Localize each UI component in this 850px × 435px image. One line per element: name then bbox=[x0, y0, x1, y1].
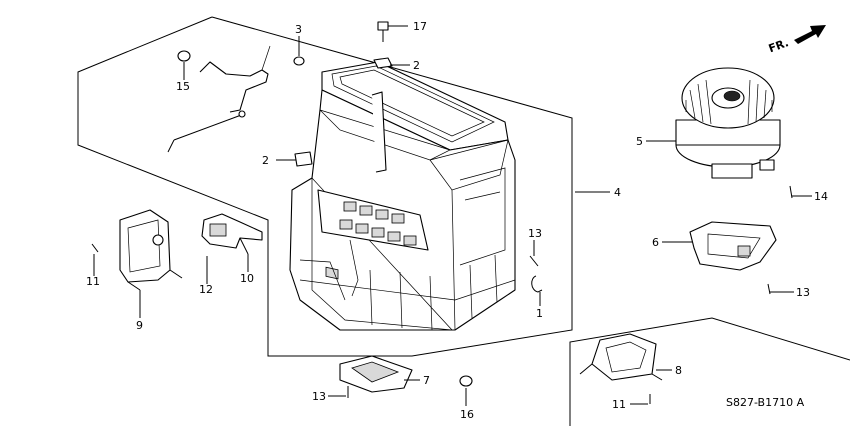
power-transistor bbox=[579, 333, 663, 381]
control-cable-lever bbox=[167, 45, 271, 153]
callout-9: 9 bbox=[136, 319, 143, 332]
actuator-motor bbox=[119, 209, 183, 291]
callout-2-top: 2 bbox=[413, 59, 420, 72]
callout-14: 14 bbox=[814, 190, 828, 203]
callout-16: 16 bbox=[460, 408, 474, 421]
callout-11-bottom: 11 bbox=[612, 398, 626, 411]
sensor-bracket bbox=[201, 213, 263, 255]
callout-3: 3 bbox=[295, 23, 302, 36]
callout-10: 10 bbox=[240, 272, 254, 285]
callout-1: 1 bbox=[536, 307, 543, 320]
callout-13-bottom: 13 bbox=[312, 390, 326, 403]
callout-12: 12 bbox=[199, 283, 213, 296]
callout-7: 7 bbox=[423, 374, 430, 387]
callout-labels: 17 3 2 2 15 4 5 6 14 13 13 1 11 9 12 10 … bbox=[86, 20, 828, 421]
callout-15: 15 bbox=[176, 80, 190, 93]
motor-bracket bbox=[689, 221, 777, 271]
diagram-code: S827-B1710 A bbox=[726, 396, 805, 409]
leader-lines bbox=[93, 25, 812, 406]
blower-resistor bbox=[339, 355, 413, 393]
inset-frame bbox=[569, 317, 850, 426]
vent-grid bbox=[325, 201, 417, 280]
fan-blades bbox=[685, 79, 773, 125]
blower-motor-fan bbox=[675, 67, 781, 179]
direction-label: FR. bbox=[767, 36, 791, 55]
fasteners bbox=[91, 21, 793, 404]
callout-5: 5 bbox=[636, 135, 643, 148]
assembly-frame bbox=[77, 16, 573, 357]
callout-2-side: 2 bbox=[262, 154, 269, 167]
blower-housing bbox=[289, 61, 516, 331]
callout-6: 6 bbox=[652, 236, 659, 249]
callout-13-right: 13 bbox=[796, 286, 810, 299]
callout-13-mid: 13 bbox=[528, 227, 542, 240]
callout-8: 8 bbox=[675, 364, 682, 377]
callout-4: 4 bbox=[614, 186, 621, 199]
callout-17: 17 bbox=[413, 20, 427, 33]
callout-11-left: 11 bbox=[86, 275, 100, 288]
front-direction-arrow: FR. bbox=[767, 25, 826, 55]
